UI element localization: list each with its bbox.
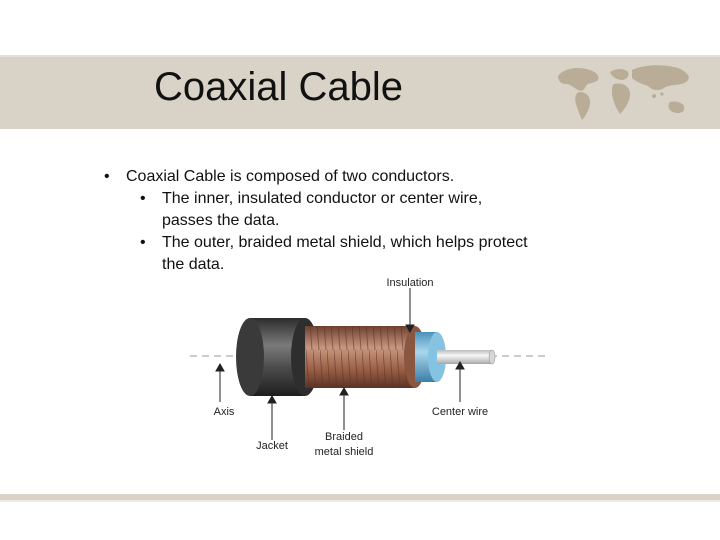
label-center-wire: Center wire <box>432 406 488 418</box>
bullet-list: • Coaxial Cable is composed of two condu… <box>104 166 584 276</box>
title-band <box>0 57 720 129</box>
bullet-sub-2-line-1: The outer, braided metal shield, which h… <box>162 234 528 251</box>
bullet-sub-1-line-1: The inner, insulated conductor or center… <box>162 190 483 207</box>
world-map-icon <box>558 65 689 120</box>
braided-shield-layer <box>305 326 426 388</box>
bullet-sub-1: • The inner, insulated conductor or cent… <box>104 188 584 232</box>
footer-band <box>0 494 720 500</box>
label-braided-line-2: metal shield <box>315 446 374 458</box>
label-insulation: Insulation <box>386 277 433 289</box>
bullet-sub-2: • The outer, braided metal shield, which… <box>104 232 584 276</box>
bullet-sub-1-line-2: passes the data. <box>162 212 280 229</box>
coax-diagram: Insulation Axis Center wire Jacket Braid… <box>190 277 545 458</box>
bullet-dot: • <box>140 190 146 207</box>
bullet-sub-2-line-2: the data. <box>162 256 225 273</box>
bullet-dot: • <box>104 168 110 185</box>
footer-rule <box>0 500 720 502</box>
label-axis: Axis <box>214 406 235 418</box>
callout-arrows <box>215 288 465 440</box>
bullet-main: • Coaxial Cable is composed of two condu… <box>104 166 584 188</box>
slide-title: Coaxial Cable <box>154 65 404 109</box>
label-jacket: Jacket <box>256 440 288 452</box>
bullet-main-text: Coaxial Cable is composed of two conduct… <box>126 168 455 185</box>
bullet-dot: • <box>140 234 146 251</box>
header-top-rule <box>0 55 720 57</box>
label-braided-line-1: Braided <box>325 431 363 443</box>
center-wire <box>437 349 496 365</box>
